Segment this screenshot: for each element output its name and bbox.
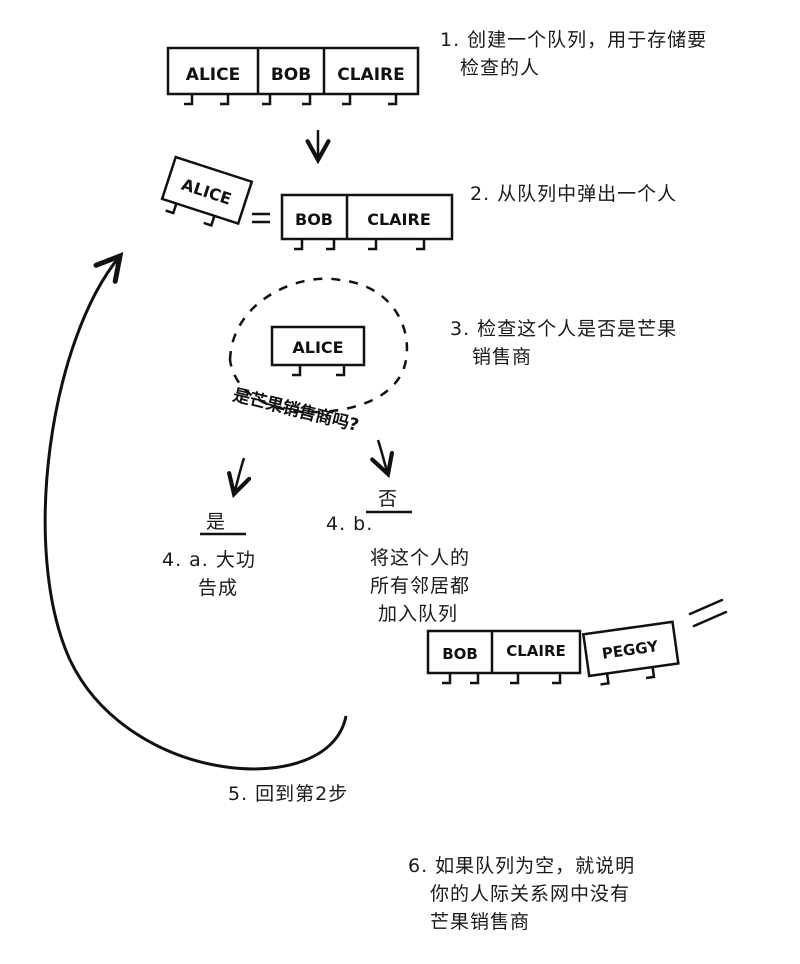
queue-updated-legs xyxy=(442,673,562,685)
peggy-frame xyxy=(581,620,680,678)
step4b-text: 将这个人的 所有邻居都 加入队列 xyxy=(370,544,470,628)
queue-updated: BOB CLAIRE xyxy=(426,629,582,685)
popped-alice-box: ALICE xyxy=(160,155,254,227)
step4a-line: 告成 xyxy=(198,577,239,599)
step4b-line: 加入队列 xyxy=(378,603,459,625)
yes-label: 是 xyxy=(206,511,227,533)
arrow-no xyxy=(378,439,388,474)
checking-alice-frame xyxy=(270,325,366,367)
step6-line: 芒果销售商 xyxy=(430,911,531,933)
arrow-loop-back xyxy=(43,256,348,771)
queue-item-claire: CLAIRE xyxy=(506,642,566,660)
motion-lines xyxy=(688,598,728,628)
step6-text: 6. 如果队列为空，就说明 你的人际关系网中没有 芒果销售商 xyxy=(408,852,635,936)
queue-item-peggy-box: PEGGY xyxy=(581,620,680,686)
step4a-text: 4. a. 大功 告成 xyxy=(162,546,256,602)
popped-alice-frame xyxy=(160,155,254,226)
step4b-line: 所有邻居都 xyxy=(370,575,471,597)
queue-item-claire: CLAIRE xyxy=(337,65,405,85)
queue-remaining-legs xyxy=(294,239,426,251)
queue-item-alice: ALICE xyxy=(186,65,240,85)
queue-updated-frame xyxy=(426,629,582,675)
step3-text: 3. 检查这个人是否是芒果 销售商 xyxy=(450,315,677,371)
mango-seller-question: 是芒果销售商吗? xyxy=(231,384,361,436)
step2-line: 2. 从队列中弹出一个人 xyxy=(470,183,678,205)
queue-item-claire: CLAIRE xyxy=(367,210,431,229)
thought-bubble xyxy=(228,277,409,414)
queue-item-bob: BOB xyxy=(271,65,311,85)
equals-sign xyxy=(252,212,270,224)
step4a-line: 4. a. 大功 xyxy=(162,549,256,571)
peggy-legs xyxy=(600,666,656,686)
step5-text: 5. 回到第2步 xyxy=(228,783,349,805)
step3-line: 3. 检查这个人是否是芒果 xyxy=(450,318,678,340)
step1-line: 检查的人 xyxy=(460,57,541,79)
arrow-yes xyxy=(234,457,244,494)
queue-remaining: BOB CLAIRE xyxy=(280,193,454,251)
queue-initial-frame xyxy=(166,46,420,96)
step4b-number: 4. b. xyxy=(326,513,374,535)
step6-line: 6. 如果队列为空，就说明 xyxy=(408,855,636,877)
step1-line: 1. 创建一个队列，用于存储要 xyxy=(440,29,708,51)
popped-alice-legs xyxy=(165,203,216,227)
queue-initial: ALICE BOB CLAIRE xyxy=(166,46,420,106)
step6-line: 你的人际关系网中没有 xyxy=(430,883,631,905)
queue-initial-legs xyxy=(184,94,398,106)
checking-alice-legs xyxy=(292,365,346,377)
no-label: 否 xyxy=(378,488,399,510)
queue-item-bob: BOB xyxy=(295,210,333,229)
queue-remaining-frame xyxy=(280,193,454,241)
step4b-line: 将这个人的 xyxy=(370,547,471,569)
step3-line: 销售商 xyxy=(472,346,533,368)
checking-alice-label: ALICE xyxy=(292,338,343,357)
step2-text: 2. 从队列中弹出一个人 xyxy=(470,180,677,208)
checking-alice-box: ALICE xyxy=(270,325,366,377)
queue-item-bob: BOB xyxy=(442,645,478,663)
queue-item-peggy: PEGGY xyxy=(601,637,660,663)
step1-text: 1. 创建一个队列，用于存储要 检查的人 xyxy=(440,26,707,82)
popped-alice-label: ALICE xyxy=(179,175,234,209)
